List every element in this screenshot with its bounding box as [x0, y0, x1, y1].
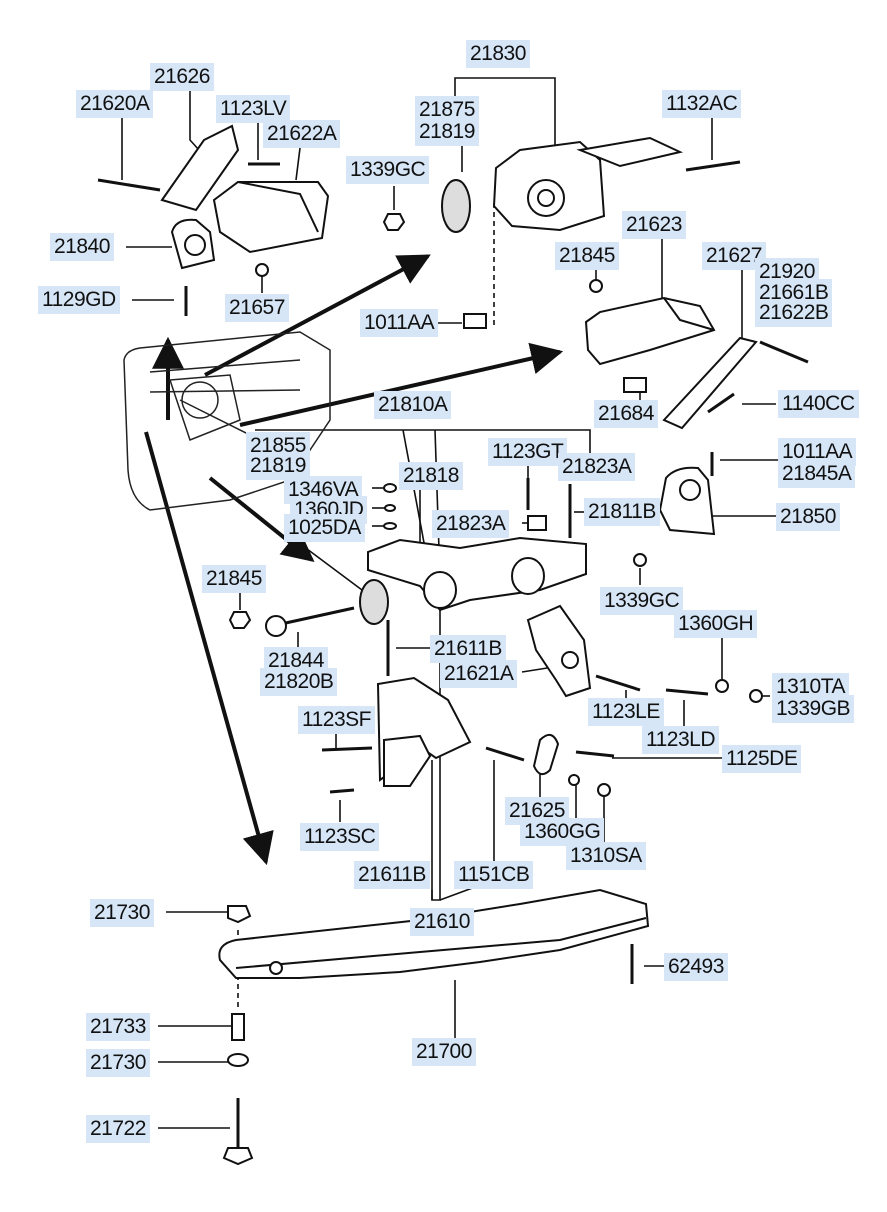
label-1025da[interactable]: 1025DA [284, 514, 365, 542]
label-21840[interactable]: 21840 [50, 233, 114, 261]
label-1339gc-right[interactable]: 1339GC [600, 587, 684, 615]
label-1140cc[interactable]: 1140CC [778, 390, 859, 418]
label-21733[interactable]: 21733 [86, 1013, 150, 1041]
label-21611b-upper[interactable]: 21611B [430, 635, 506, 663]
label-21810a[interactable]: 21810A [374, 391, 452, 419]
label-21830[interactable]: 21830 [466, 40, 530, 68]
label-21730-top[interactable]: 21730 [90, 899, 154, 927]
label-1151cb[interactable]: 1151CB [454, 861, 534, 889]
label-21621a[interactable]: 21621A [440, 660, 518, 688]
label-21850[interactable]: 21850 [776, 503, 840, 531]
label-21620a[interactable]: 21620A [76, 90, 154, 118]
leader-lines [121, 77, 778, 1129]
label-21845-left[interactable]: 21845 [202, 565, 266, 593]
label-1123le[interactable]: 1123LE [588, 698, 664, 726]
label-21722[interactable]: 21722 [86, 1115, 150, 1143]
vehicle-body-outline [123, 331, 331, 511]
label-21657[interactable]: 21657 [225, 294, 289, 322]
label-1123ld[interactable]: 1123LD [642, 726, 720, 754]
label-1129gd[interactable]: 1129GD [38, 286, 120, 314]
label-1011aa-top[interactable]: 1011AA [360, 309, 439, 337]
label-62493[interactable]: 62493 [664, 953, 728, 981]
label-21818[interactable]: 21818 [399, 462, 463, 490]
label-21844[interactable]: 21844 [264, 647, 328, 675]
label-21623[interactable]: 21623 [622, 211, 686, 239]
label-21622b[interactable]: 21622B [755, 299, 833, 327]
label-21625[interactable]: 21625 [505, 797, 569, 825]
label-1339gc-top[interactable]: 1339GC [346, 156, 430, 184]
label-21823a-upper[interactable]: 21823A [558, 453, 636, 481]
label-1132ac[interactable]: 1132AC [662, 90, 742, 118]
label-1123sf[interactable]: 1123SF [298, 706, 375, 734]
label-21811b[interactable]: 21811B [584, 498, 660, 526]
label-21730-lower[interactable]: 21730 [86, 1049, 150, 1077]
label-21845a[interactable]: 21845A [778, 460, 856, 488]
label-21684[interactable]: 21684 [594, 400, 658, 428]
label-21611b-lower[interactable]: 21611B [354, 861, 430, 889]
label-21819-mid[interactable]: 21819 [246, 452, 310, 480]
label-21845-top[interactable]: 21845 [555, 242, 619, 270]
label-1360gh[interactable]: 1360GH [674, 610, 758, 638]
direction-arrows [144, 254, 564, 866]
label-21622a[interactable]: 21622A [263, 120, 341, 148]
label-21610[interactable]: 21610 [410, 908, 474, 936]
label-21819-top[interactable]: 21819 [415, 118, 479, 146]
label-1123sc[interactable]: 1123SC [300, 823, 380, 851]
label-1125de[interactable]: 1125DE [722, 745, 802, 773]
label-1339gb[interactable]: 1339GB [772, 695, 855, 723]
label-21700[interactable]: 21700 [412, 1038, 476, 1066]
engine-mount-parts [97, 124, 809, 1166]
label-1123gt[interactable]: 1123GT [488, 438, 568, 466]
label-1123lv[interactable]: 1123LV [216, 95, 291, 123]
label-1310sa[interactable]: 1310SA [566, 842, 646, 870]
label-1360gg[interactable]: 1360GG [520, 818, 605, 846]
label-21823a-lower[interactable]: 21823A [432, 510, 510, 538]
label-21626[interactable]: 21626 [150, 63, 214, 91]
label-21820b[interactable]: 21820B [260, 668, 338, 696]
